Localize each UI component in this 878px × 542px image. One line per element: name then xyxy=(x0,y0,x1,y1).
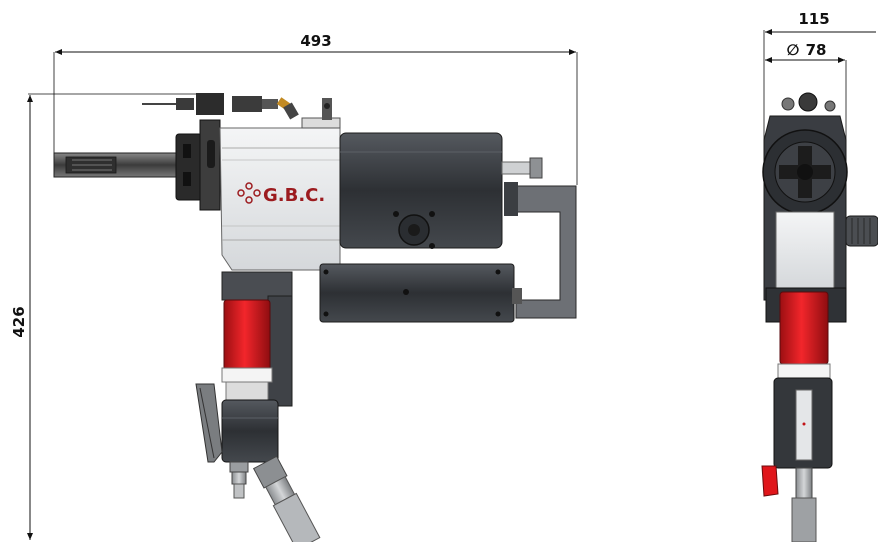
dimension-side-width: 115 xyxy=(763,10,876,140)
dimension-length: 493 xyxy=(53,32,578,185)
dimension-diameter: ∅ 78 xyxy=(765,41,847,140)
diameter-symbol: ∅ xyxy=(787,41,800,59)
side-width-value: 115 xyxy=(798,10,829,28)
machine-side-view xyxy=(761,92,878,542)
height-value: 426 xyxy=(10,306,28,337)
dimension-height: 426 xyxy=(10,93,210,540)
gbc-logo: G.B.C. xyxy=(237,182,325,206)
machine-front-view: G.B.C. xyxy=(53,93,577,542)
length-value: 493 xyxy=(300,32,331,50)
diameter-value: 78 xyxy=(806,41,827,59)
brand-logo-text: G.B.C. xyxy=(263,185,325,206)
